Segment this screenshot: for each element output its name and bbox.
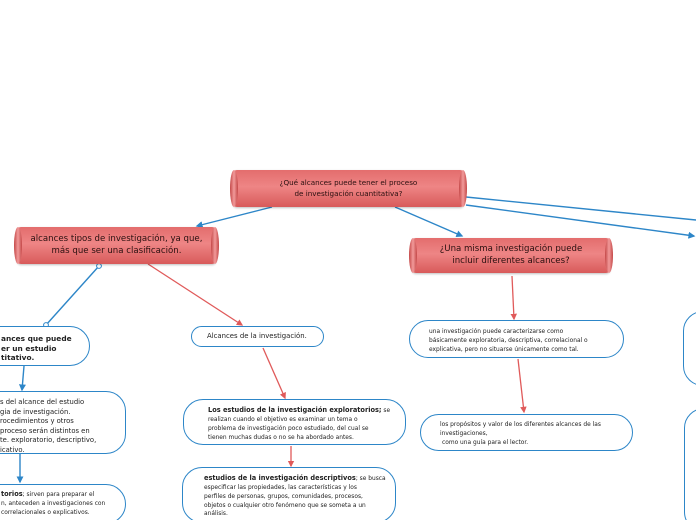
node-explor-line-4: tienen muchas dudas o no se ha abordado …	[208, 434, 354, 441]
node-right-edge-1[interactable]	[683, 311, 696, 386]
node-estrategia[interactable]: s del alcance del estudio gia de investi…	[0, 391, 126, 454]
node-propositos[interactable]: los propósitos y valor de los diferentes…	[420, 414, 633, 451]
node-descr-bold: estudios de la investigación descriptivo…	[204, 474, 356, 482]
link-box1-box2	[18, 365, 26, 392]
node-alcances-investigacion[interactable]: Alcances de la investigación.	[191, 326, 324, 347]
link-dot-top	[96, 263, 102, 269]
link-root-right-2	[465, 204, 696, 239]
node-purpose-line-1: los propósitos y valor de los diferentes…	[440, 422, 601, 428]
node-exploratorios-left[interactable]: torios; sirven para preparar el n, antec…	[0, 484, 126, 520]
node-left2-line-4: proceso serán distintos en	[0, 426, 90, 435]
root-line-2: de investigación cuantitativa?	[294, 188, 403, 198]
node-explor-line-2: realizan cuando el objetivo es examinar …	[208, 416, 358, 423]
topic-alcances-tipos[interactable]: alcances tipos de investigación, ya que,…	[14, 227, 219, 264]
node-descriptivos[interactable]: estudios de la investigación descriptivo…	[182, 467, 396, 520]
node-left2-line-6: icativo.	[0, 445, 25, 454]
node-explor-rest: se	[381, 408, 391, 414]
topic-mid-line-2: incluir diferentes alcances?	[452, 255, 570, 266]
link-root-right-1	[465, 196, 696, 221]
node-left2-line-1: s del alcance del estudio	[0, 398, 85, 406]
node-left1-line-3: titativo.	[1, 353, 35, 363]
node-purpose-line-2: investigaciones,	[440, 431, 488, 438]
node-descr-line-2: especificar las propiedades, las caracte…	[204, 484, 357, 491]
node-descr-rest: ; se busca	[355, 476, 386, 482]
node-explor-line-3: problema de investigación poco estudiado…	[208, 425, 369, 432]
topic-left-line-1: alcances tipos de investigación, ya que,	[30, 234, 203, 245]
link-mid-answer	[510, 275, 518, 321]
link-root-left	[195, 206, 273, 229]
node-explor-bold: Los estudios de la investigación explora…	[208, 406, 382, 414]
node-answer-line-2: básicamente exploratoria, descriptiva, c…	[429, 338, 588, 345]
node-exploratorios[interactable]: Los estudios de la investigación explora…	[183, 399, 406, 445]
node-left3-line-3: correlacionales o explicativos.	[1, 509, 90, 516]
node-descr-line-4: objetos o cualquier otro fenómeno que se…	[204, 502, 366, 509]
node-right-edge-2[interactable]	[684, 408, 696, 520]
node-caracterizarse[interactable]: una investigación puede caracterizarse c…	[409, 320, 624, 358]
link-root-mid	[394, 206, 464, 237]
link-left-alcances	[147, 263, 244, 326]
link-answer-purpose	[517, 358, 527, 414]
node-answer-line-3: explicativa, pero no situarse únicamente…	[429, 347, 579, 354]
node-left1-line-2: er un estudio	[1, 343, 57, 353]
link-left-box1	[45, 265, 100, 326]
topic-left-line-2: más que ser una clasificación.	[51, 245, 182, 256]
node-left3-bold: torios	[1, 490, 23, 498]
root-line-1: ¿Qué alcances puede tener el proceso	[279, 178, 418, 188]
node-descr-line-1: estudios de la investigación descriptivo…	[204, 474, 395, 484]
node-descr-line-3: perfiles de personas, grupos, comunidade…	[204, 493, 363, 500]
node-purpose-line-3: como una guía para el lector.	[442, 440, 529, 447]
node-left2-line-2: gia de investigación.	[0, 407, 71, 416]
node-left3-line-1: torios; sirven para preparar el	[1, 490, 125, 500]
node-explor-line-1: Los estudios de la investigación explora…	[208, 406, 405, 416]
node-alcances-estudio[interactable]: ances que puede er un estudio titativo.	[0, 326, 90, 366]
node-descr-line-5: análisis.	[204, 511, 228, 518]
node-left3-line-2: n, anteceden a investigaciones con	[1, 500, 106, 507]
topic-mid-line-1: ¿Una misma investigación puede	[439, 244, 583, 255]
node-answer-line-1: una investigación puede caracterizarse c…	[429, 329, 564, 335]
node-left2-line-5: te. exploratorio, descriptivo,	[0, 436, 97, 445]
node-left1-line-1: ances que puede	[1, 334, 72, 343]
node-left2-line-3: rocedimientos y otros	[0, 417, 74, 426]
root-topic[interactable]: ¿Qué alcances puede tener el proceso de …	[230, 170, 467, 207]
topic-misma-investigacion[interactable]: ¿Una misma investigación puede incluir d…	[409, 238, 613, 273]
link-alcances-explor	[262, 347, 286, 400]
node-alcances-label: Alcances de la investigación.	[207, 332, 307, 340]
node-left3-rest: ; sirven para preparar el	[22, 492, 95, 498]
